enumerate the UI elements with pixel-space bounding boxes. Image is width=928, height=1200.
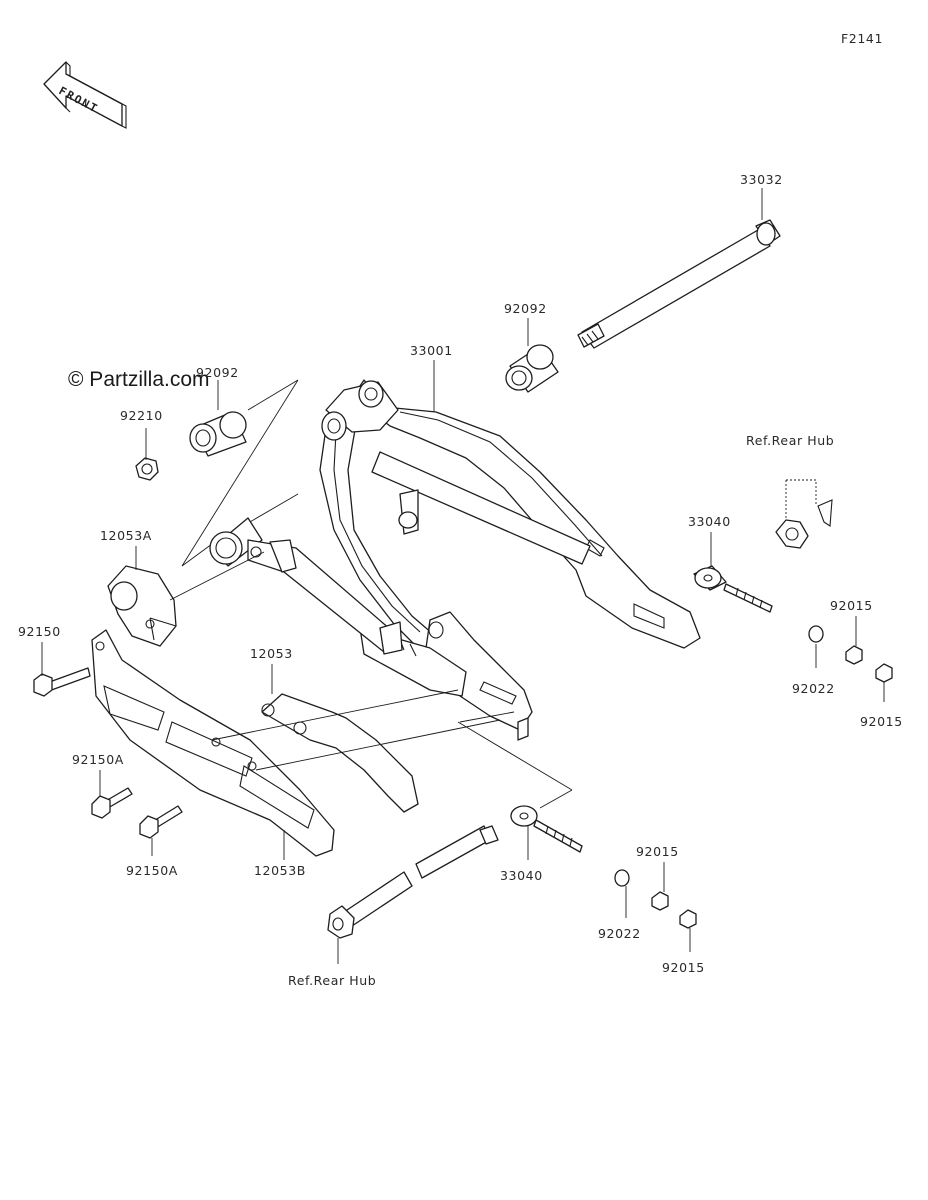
bolt-92150A-upper [91,787,133,819]
label-12053A: 12053A [100,528,152,543]
diagram-code: F2141 [841,31,883,46]
label-12053B: 12053B [254,863,306,878]
rear-axle [327,825,499,939]
collar-92092-right [505,344,559,393]
label-92015-b: 92015 [860,714,903,729]
label-92015-c: 92015 [636,844,679,859]
label-12053: 12053 [250,646,293,661]
chain-adjuster-33040-bottom [510,805,583,853]
nut-92015-b [875,663,893,683]
pivot-shaft-33032 [577,219,781,349]
label-ref-rear-hub-top: Ref.Rear Hub [746,433,834,448]
chain-adjuster-33040-top [693,565,773,613]
label-92210: 92210 [120,408,163,423]
front-arrow-icon: FRONT [43,61,127,129]
nut-92015-c [651,891,669,911]
chain-guard-12053B [91,629,335,857]
label-92022-bottom: 92022 [598,926,641,941]
axle-nut-top [775,499,833,549]
bolt-92150A-lower [139,805,183,839]
nut-92015-a [845,645,863,665]
label-92015-a: 92015 [830,598,873,613]
label-33032: 33032 [740,172,783,187]
label-92092-left: 92092 [196,365,239,380]
label-92150A-upper: 92150A [72,752,124,767]
label-92150A-lower: 92150A [126,863,178,878]
label-92015-d: 92015 [662,960,705,975]
chain-guide-12053A [107,565,177,647]
label-ref-rear-hub-bottom: Ref.Rear Hub [288,973,376,988]
label-92022-top: 92022 [792,681,835,696]
bolt-92150 [33,667,91,697]
label-33040-bottom: 33040 [500,868,543,883]
nut-92210 [135,457,159,481]
label-33040-top: 33040 [688,514,731,529]
label-92092-right: 92092 [504,301,547,316]
chain-guide-12053 [261,693,419,813]
washer-92022-top [808,625,824,643]
label-33001: 33001 [410,343,453,358]
nut-92015-d [679,909,697,929]
washer-92022-bottom [614,869,630,887]
swing-arm-33001 [209,379,701,741]
label-92150: 92150 [18,624,61,639]
collar-92092-left [189,411,247,457]
watermark: © Partzilla.com [68,368,210,391]
